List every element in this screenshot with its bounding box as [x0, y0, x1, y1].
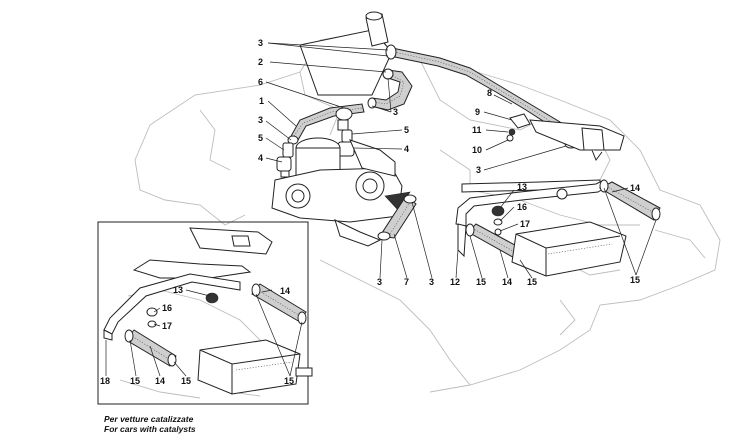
callout-7: 7	[404, 277, 409, 287]
caption-italian: Per vetture catalizzate	[104, 414, 194, 424]
callout-10: 10	[472, 145, 482, 155]
inset-frame	[97, 221, 309, 405]
callout-16: 16	[517, 202, 527, 212]
callout-15: 15	[476, 277, 486, 287]
callout-6: 6	[258, 77, 263, 87]
callout-2: 2	[258, 57, 263, 67]
inset-grommets	[146, 292, 219, 328]
engine-ghost-outline	[134, 29, 721, 393]
bracket-9	[506, 113, 531, 142]
inset-callout-17: 17	[162, 321, 172, 331]
inset-callout-18: 18	[100, 376, 110, 386]
callout-15: 15	[527, 277, 537, 287]
inset-callout-15: 15	[284, 376, 294, 386]
inset-callout-16: 16	[162, 303, 172, 313]
callout-5: 5	[258, 133, 263, 143]
canister-filter-housing	[271, 137, 403, 247]
inset-hose-14-upper	[251, 283, 307, 325]
vent-hose-curved	[367, 68, 413, 111]
catalyst-canister-main	[511, 221, 627, 277]
inset-callout-14: 14	[155, 376, 165, 386]
inset-pipe-18	[103, 273, 241, 341]
callout-3: 3	[393, 107, 398, 117]
grommets-13-16-17	[491, 188, 568, 236]
callout-15: 15	[630, 275, 640, 285]
tee-fitting	[335, 107, 353, 131]
vent-hose-lower-left	[287, 103, 365, 145]
callout-13: 13	[517, 182, 527, 192]
callout-4: 4	[258, 153, 263, 163]
callout-8: 8	[487, 88, 492, 98]
inset-caption: Per vetture catalizzate For cars with ca…	[104, 414, 284, 434]
inset-catalyst-canister	[197, 339, 313, 395]
callout-17: 17	[520, 219, 530, 229]
inset-bracket	[132, 227, 273, 279]
valve-right	[337, 129, 355, 157]
valve-left	[276, 142, 294, 178]
inset-callout-15: 15	[181, 376, 191, 386]
fuel-filler-neck	[299, 11, 393, 96]
hose-7	[377, 194, 417, 241]
callout-3: 3	[429, 277, 434, 287]
caption-english: For cars with catalysts	[104, 424, 196, 434]
support-bracket-right	[461, 119, 625, 193]
inset-callout-13: 13	[173, 285, 183, 295]
callout-3: 3	[258, 115, 263, 125]
inset-callout-15: 15	[130, 376, 140, 386]
callout-3: 3	[377, 277, 382, 287]
inset-callouts: 13 16 17 14 18 15 14 15 15	[100, 285, 294, 386]
callout-3: 3	[476, 165, 481, 175]
callout-5: 5	[404, 125, 409, 135]
inset-callout-14: 14	[280, 286, 290, 296]
main-leader-lines	[265, 42, 657, 279]
callout-14: 14	[630, 183, 640, 193]
callout-3: 3	[258, 38, 263, 48]
callout-14: 14	[502, 277, 512, 287]
callout-11: 11	[472, 125, 482, 135]
callout-9: 9	[475, 107, 480, 117]
callout-12: 12	[450, 277, 460, 287]
inset-leader-lines	[105, 289, 303, 377]
callout-4: 4	[404, 144, 409, 154]
main-callouts: 3 2 6 1 3 5 4 3 5 4 8 9 11 10 3 13 16 17…	[258, 38, 640, 287]
callout-1: 1	[259, 96, 264, 106]
